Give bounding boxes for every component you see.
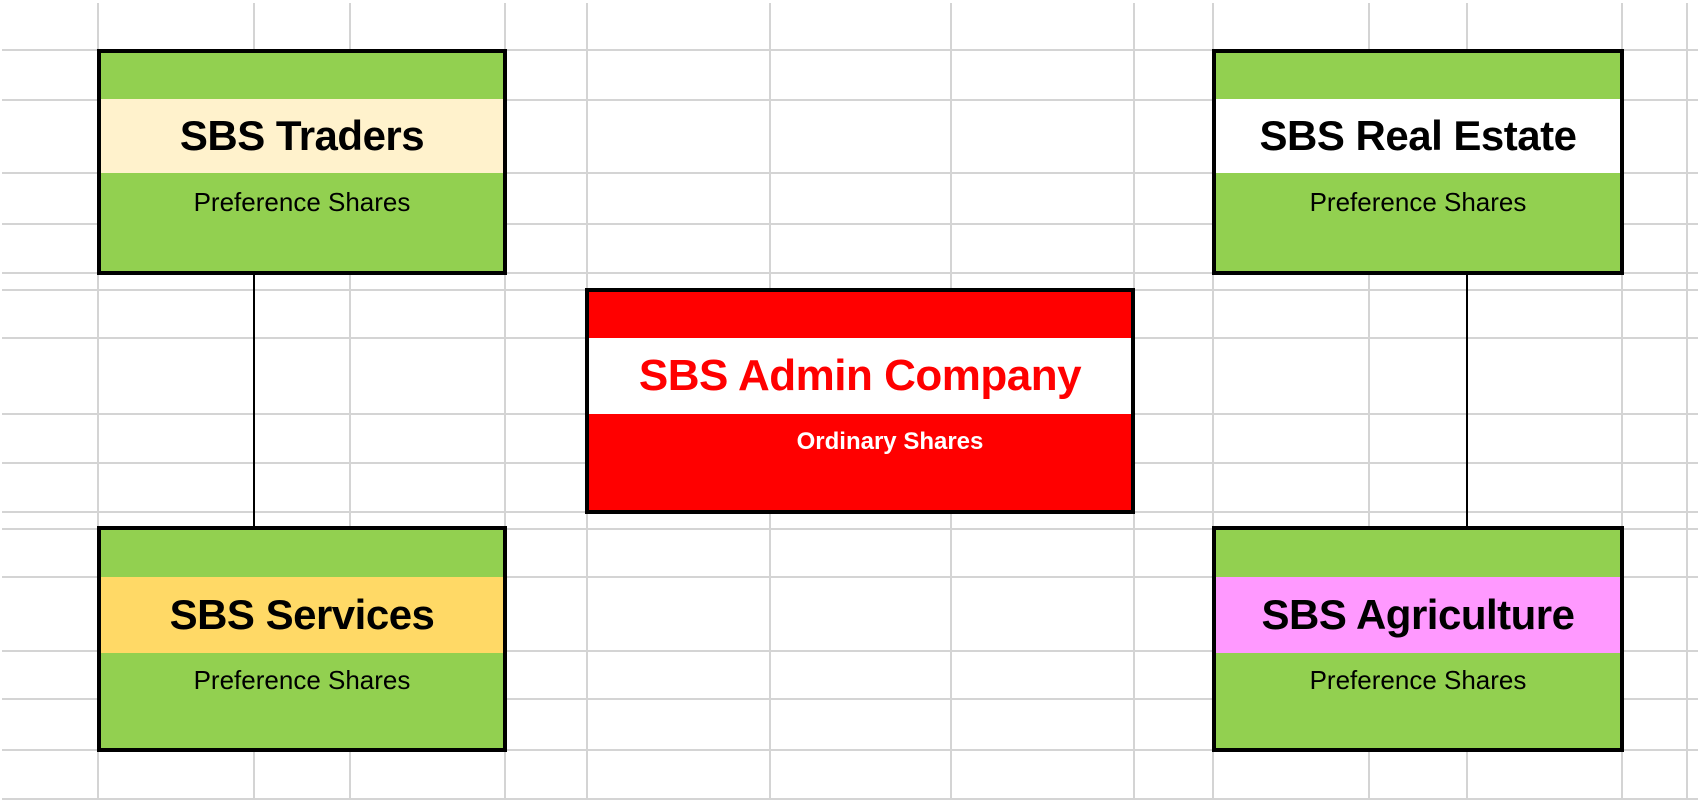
entity-name: SBS Admin Company (638, 351, 1082, 400)
entity-box-agriculture[interactable]: SBS Agriculture Preference Shares (1212, 526, 1624, 752)
share-type: Preference Shares (193, 187, 411, 217)
connector-realestate-agriculture (1466, 273, 1468, 528)
entity-name: SBS Traders (179, 112, 425, 159)
share-type: Preference Shares (1309, 187, 1527, 217)
share-type: Ordinary Shares (796, 428, 984, 455)
name-band: SBS Services (101, 577, 503, 653)
connector-traders-services (253, 273, 255, 528)
share-type: Preference Shares (1309, 665, 1527, 695)
entity-box-traders[interactable]: SBS Traders Preference Shares (97, 49, 507, 275)
entity-box-services[interactable]: SBS Services Preference Shares (97, 526, 507, 752)
entity-name: SBS Services (169, 591, 435, 638)
name-band: SBS Admin Company (589, 338, 1131, 414)
name-band: SBS Real Estate (1216, 99, 1620, 173)
entity-name: SBS Real Estate (1259, 112, 1577, 159)
entity-box-admin-company[interactable]: SBS Admin Company Ordinary Shares (585, 288, 1135, 514)
name-band: SBS Traders (101, 99, 503, 173)
entity-name: SBS Agriculture (1261, 591, 1576, 638)
share-type: Preference Shares (193, 665, 411, 695)
name-band: SBS Agriculture (1216, 577, 1620, 653)
entity-box-real-estate[interactable]: SBS Real Estate Preference Shares (1212, 49, 1624, 275)
